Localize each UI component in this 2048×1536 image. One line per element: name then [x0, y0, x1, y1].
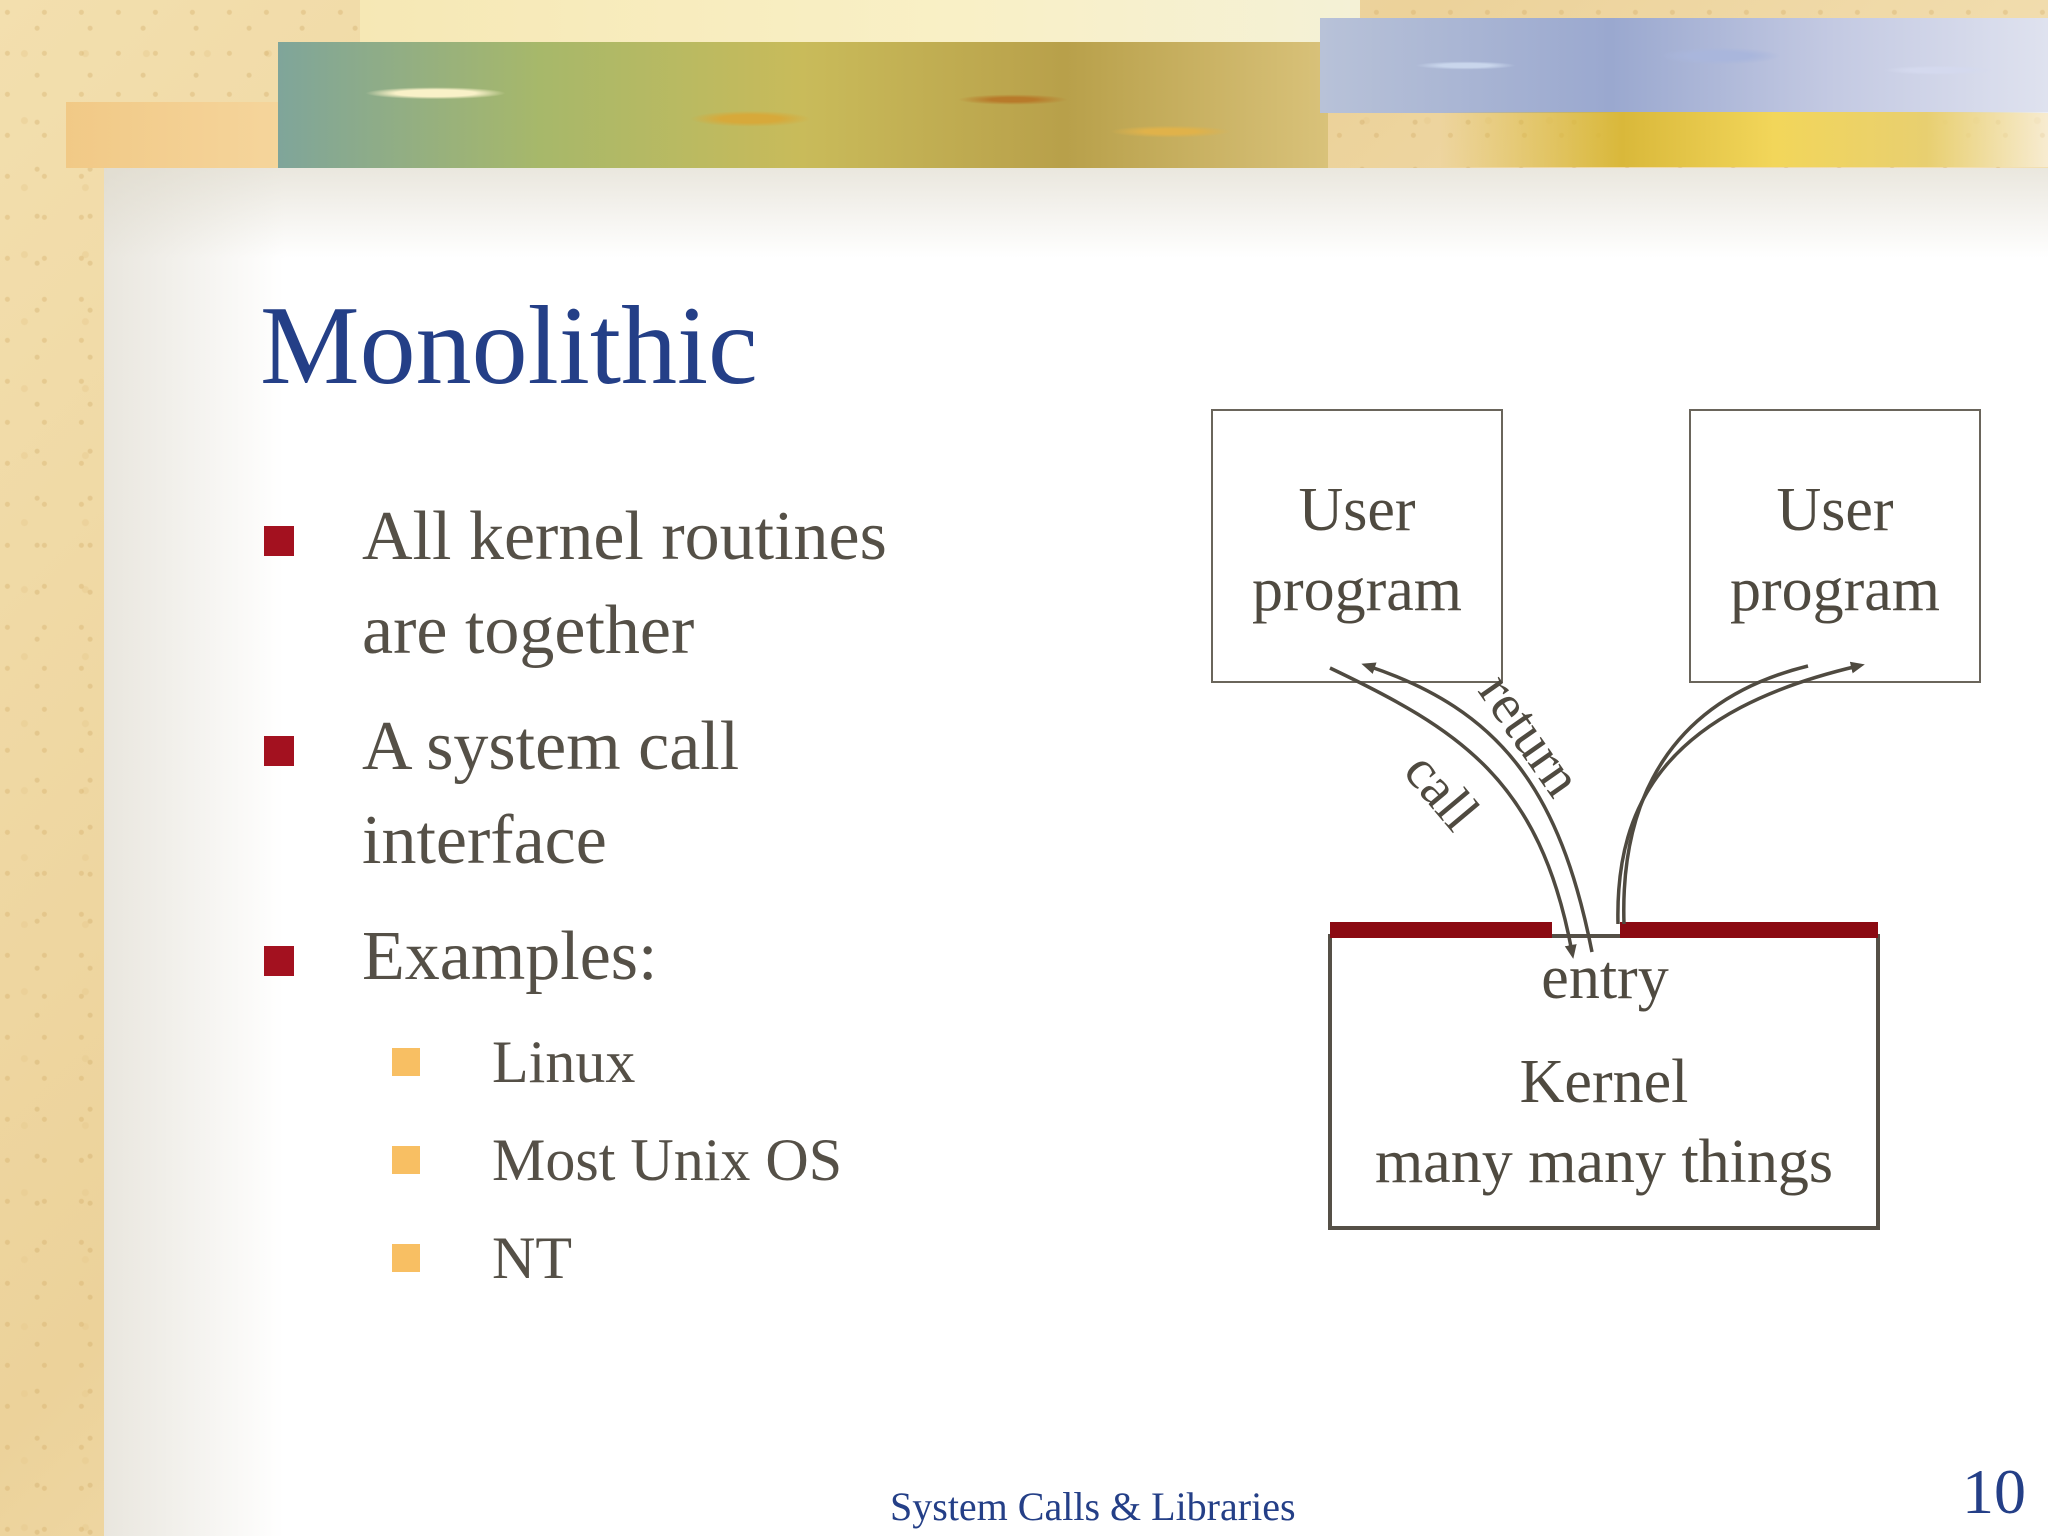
slide-title: Monolithic — [260, 284, 758, 408]
right-return-arrow — [1616, 661, 1865, 925]
kernel-title: Kernel — [1519, 1048, 1689, 1116]
return-arrow — [1361, 662, 1594, 953]
sub-bullet-item: Linux — [260, 1026, 1040, 1098]
panel-shadow — [104, 168, 2048, 258]
program-label-line: program — [1729, 556, 1941, 624]
kernel-box — [1328, 934, 1880, 1230]
kernel-bar-right — [1620, 922, 1878, 938]
call-arrow — [1329, 666, 1577, 959]
bullet-list: All kernel routines are together A syste… — [260, 490, 1040, 1320]
floral-banner — [0, 0, 2048, 175]
program-label-line: program — [1251, 556, 1463, 624]
slide-footer: System Calls & Libraries — [890, 1484, 1296, 1529]
slide-panel — [104, 168, 2048, 1536]
bullet-line: All kernel routines — [362, 498, 887, 575]
entry-label: entry — [1541, 944, 1669, 1012]
bullet-item: Examples: — [260, 910, 1040, 1004]
banner-strip-blue — [1320, 18, 2048, 113]
user-label-line: User — [1776, 476, 1894, 544]
bullet-line: A system call — [362, 708, 740, 785]
monolithic-kernel-diagram: User program User program call return en… — [1200, 400, 2000, 1240]
bullet-line: Examples: — [362, 918, 658, 995]
sub-bullet-list: Linux Most Unix OS NT — [260, 1026, 1040, 1294]
diagram-shapes — [1211, 409, 1981, 1230]
bullet-line: interface — [362, 802, 607, 879]
sub-bullet-square-icon — [392, 1146, 420, 1174]
sub-bullet-label: Linux — [492, 1029, 636, 1095]
bullet-square-icon — [264, 736, 294, 766]
user-program-right-label: User program — [1690, 470, 1980, 630]
kernel-subtitle: many many things — [1374, 1128, 1834, 1196]
banner-strip-top — [360, 0, 1360, 44]
user-label-line: User — [1298, 476, 1416, 544]
banner-strip-floral — [278, 42, 1328, 170]
bullet-item: A system call interface — [260, 700, 1040, 888]
user-program-left-label: User program — [1212, 470, 1502, 630]
sub-bullet-square-icon — [392, 1048, 420, 1076]
sub-bullet-label: Most Unix OS — [492, 1127, 843, 1193]
sub-bullet-item: NT — [260, 1222, 1040, 1294]
banner-strip-gold — [1440, 112, 2048, 167]
kernel-bar-left — [1330, 922, 1552, 938]
sub-bullet-square-icon — [392, 1244, 420, 1272]
bullet-square-icon — [264, 526, 294, 556]
sub-bullet-item: Most Unix OS — [260, 1124, 1040, 1196]
sub-bullet-label: NT — [492, 1225, 572, 1291]
user-box-right — [1689, 409, 1981, 683]
bullet-item: All kernel routines are together — [260, 490, 1040, 678]
bullet-square-icon — [264, 946, 294, 976]
right-call-arrow — [1622, 664, 1809, 925]
kernel-label: Kernel many many things — [1330, 1042, 1878, 1202]
bullet-line: are together — [362, 592, 695, 669]
page-number: 10 — [1962, 1456, 2026, 1527]
